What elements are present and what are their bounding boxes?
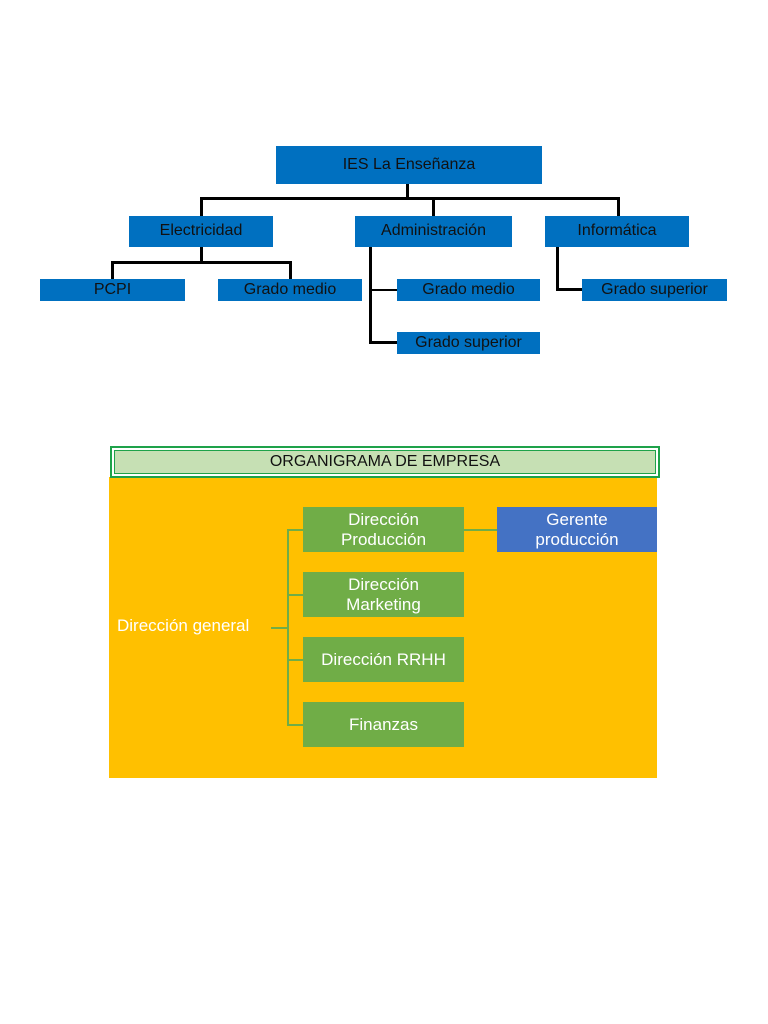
connector <box>432 197 435 216</box>
connector <box>200 247 203 263</box>
dept-node-informatica: Informática <box>545 216 689 247</box>
connector <box>556 247 559 291</box>
connector <box>369 247 372 344</box>
org-chart-title-box: ORGANIGRAMA DE EMPRESA <box>110 446 660 478</box>
connector <box>406 184 409 199</box>
course-node-admin-grado-superior: Grado superior <box>397 332 540 354</box>
org-root-label: Dirección general <box>117 616 250 635</box>
branch-node-finanzas: Finanzas <box>303 702 464 747</box>
dept-node-electricidad: Electricidad <box>129 216 273 247</box>
connector <box>464 529 497 531</box>
connector <box>287 529 289 726</box>
connector <box>287 529 303 531</box>
connector <box>369 341 397 344</box>
connector <box>289 261 292 279</box>
connector <box>287 659 303 661</box>
connector <box>111 261 114 279</box>
course-node-pcpi: PCPI <box>40 279 185 301</box>
dept-node-administracion: Administración <box>355 216 512 247</box>
course-node-elec-grado-medio: Grado medio <box>218 279 362 301</box>
course-node-info-grado-superior: Grado superior <box>582 279 727 301</box>
connector <box>111 261 292 264</box>
org-root-node: IES La Enseñanza <box>276 146 542 184</box>
connector <box>271 627 288 629</box>
connector <box>617 197 620 216</box>
connector <box>556 288 582 291</box>
course-node-admin-grado-medio: Grado medio <box>397 279 540 301</box>
connector <box>200 197 620 200</box>
connector <box>287 594 303 596</box>
connector <box>287 724 303 726</box>
branch-node-marketing: Dirección Marketing <box>303 572 464 617</box>
connector <box>200 197 203 216</box>
connector <box>369 289 397 291</box>
branch-node-rrhh: Dirección RRHH <box>303 637 464 682</box>
org-chart-title: ORGANIGRAMA DE EMPRESA <box>114 450 656 474</box>
branch-node-produccion: Dirección Producción <box>303 507 464 552</box>
leaf-node-gerente-produccion: Gerente producción <box>497 507 657 552</box>
